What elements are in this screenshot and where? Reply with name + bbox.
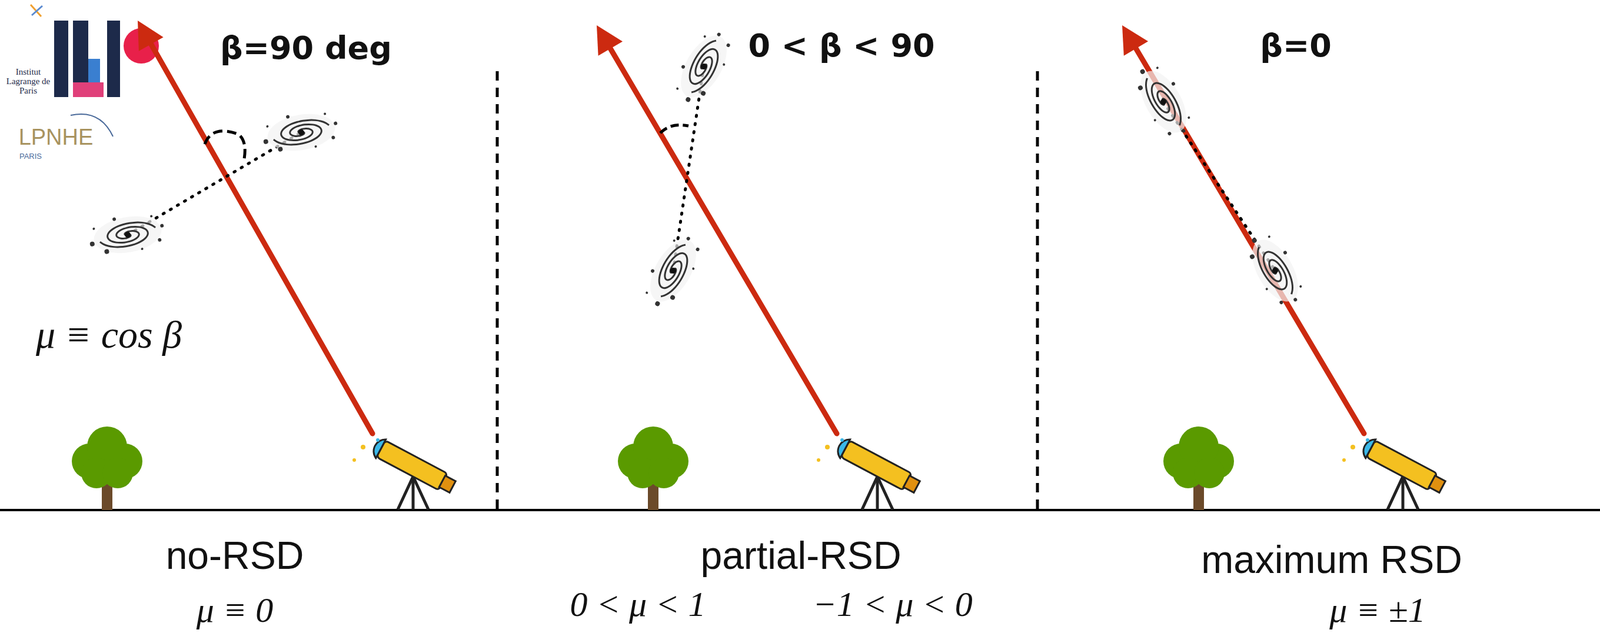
telescope-icon (1342, 436, 1448, 510)
arrow-head (596, 25, 623, 56)
ground-line (0, 509, 1600, 512)
arrow-head (137, 20, 164, 52)
angle-arc (204, 131, 245, 159)
galaxy-icon (667, 24, 738, 109)
galaxy-icon (259, 107, 341, 157)
case-label: partial-RSD (700, 533, 901, 579)
tree-icon (617, 426, 689, 511)
galaxy-icon (85, 209, 168, 259)
mu-value: −1 < μ < 0 (812, 584, 973, 625)
telescope-icon (352, 436, 458, 510)
line-of-sight (610, 48, 837, 434)
definition-label: μ ≡ cos β (35, 312, 182, 358)
angle-arc (660, 125, 689, 134)
tree-icon (71, 426, 143, 511)
galaxy-icon (1240, 227, 1311, 312)
separation-line (127, 132, 302, 235)
telescope-icon (816, 436, 923, 510)
panel-title: β=0 (1259, 27, 1332, 65)
logo-text: LPNHE (18, 124, 94, 151)
panel-separator (1036, 71, 1040, 516)
mu-value: μ ≡ 0 (196, 590, 274, 631)
mu-value: 0 < μ < 1 (569, 584, 706, 625)
line-of-sight (151, 44, 373, 434)
arrow-head (1122, 25, 1149, 56)
galaxy-icon (636, 228, 707, 314)
panel-title: β=90 deg (220, 30, 392, 67)
galaxy-icon (1128, 58, 1199, 143)
case-label: maximum RSD (1201, 537, 1463, 583)
mu-value: μ ≡ ±1 (1329, 590, 1426, 631)
logo-text: Institut Lagrange de Paris (4, 67, 52, 96)
tree-icon (1163, 426, 1234, 511)
logo-text: PARIS (19, 152, 42, 162)
panel-title: 0 < β < 90 (747, 27, 935, 65)
panel-separator (496, 71, 500, 516)
case-label: no-RSD (165, 533, 305, 579)
separation-line (673, 66, 704, 271)
